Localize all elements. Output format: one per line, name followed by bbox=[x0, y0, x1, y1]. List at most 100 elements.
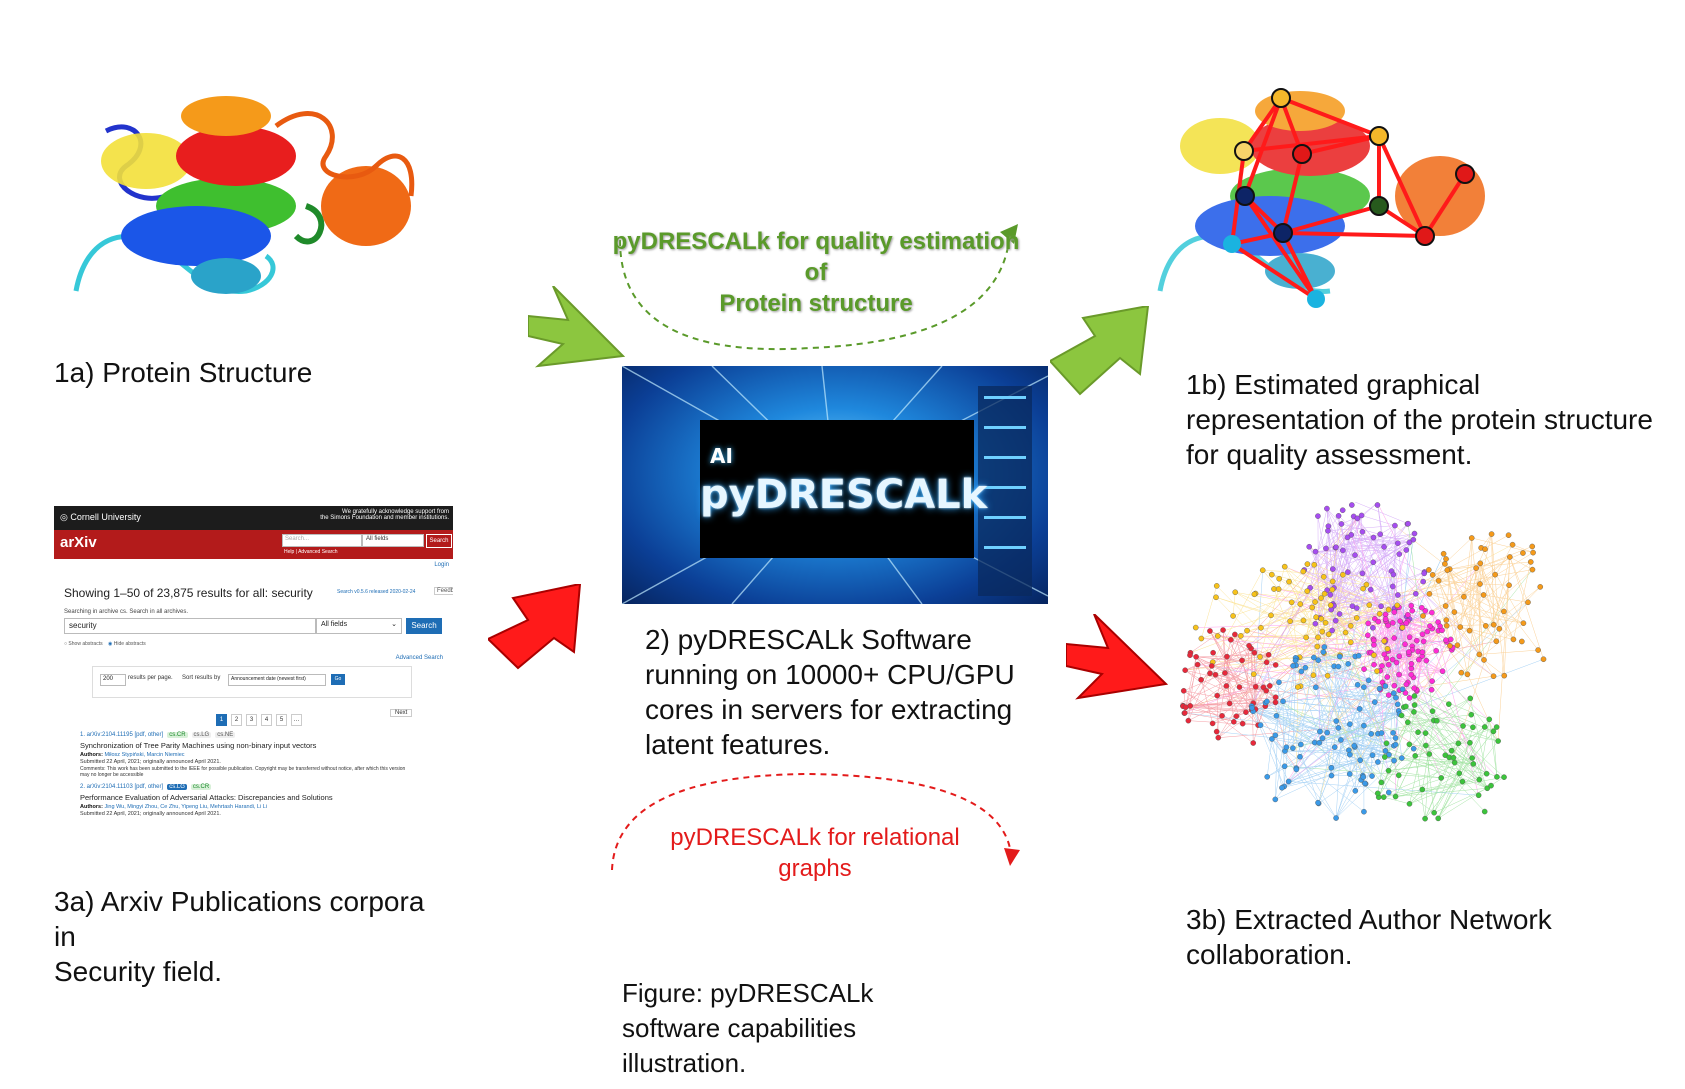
network-edge bbox=[1196, 656, 1276, 666]
result-id-link[interactable]: 1. arXiv:2104.11195 bbox=[80, 732, 133, 738]
network-edge bbox=[1253, 564, 1315, 675]
page-button[interactable]: 5 bbox=[276, 714, 287, 726]
network-edge bbox=[1257, 706, 1266, 726]
result-authors[interactable]: Jing Wu, Mingyi Zhou, Ce Zhu, Yipeng Liu… bbox=[104, 804, 267, 810]
network-node bbox=[1529, 566, 1536, 573]
network-edge bbox=[1355, 708, 1360, 791]
figure-caption: Figure: pyDRESCALk software capabilities… bbox=[622, 976, 873, 1081]
network-edge bbox=[1371, 620, 1401, 653]
network-edge bbox=[1347, 571, 1422, 608]
feedback-button[interactable]: Feedback? bbox=[434, 587, 453, 595]
network-edge bbox=[1251, 707, 1400, 715]
network-edge bbox=[1413, 711, 1473, 759]
page-button[interactable]: 3 bbox=[246, 714, 257, 726]
network-edge bbox=[1288, 581, 1325, 654]
network-edge bbox=[1320, 598, 1328, 676]
header-field-select[interactable]: All fields bbox=[362, 534, 424, 547]
network-edge bbox=[1296, 658, 1316, 688]
network-edge bbox=[1386, 610, 1426, 659]
network-node bbox=[1257, 653, 1263, 660]
network-edge bbox=[1273, 588, 1300, 658]
network-edge bbox=[1296, 658, 1369, 681]
result-id-link[interactable]: 2. arXiv:2104.11103 bbox=[80, 784, 133, 790]
result-pdf-link[interactable]: [pdf, other] bbox=[134, 732, 164, 738]
network-edge bbox=[1354, 502, 1409, 524]
network-edge bbox=[1265, 692, 1394, 703]
network-node bbox=[1273, 712, 1280, 719]
network-edge bbox=[1255, 686, 1276, 703]
page-button[interactable]: … bbox=[291, 714, 302, 726]
network-edge bbox=[1480, 563, 1514, 640]
next-page-button[interactable]: Next bbox=[390, 709, 413, 717]
network-edge bbox=[1284, 566, 1443, 631]
page-button[interactable]: 4 bbox=[261, 714, 272, 726]
page-button[interactable]: 2 bbox=[231, 714, 242, 726]
network-node bbox=[1276, 679, 1282, 686]
network-node bbox=[1295, 684, 1301, 690]
network-edge bbox=[1284, 566, 1326, 623]
header-search-input[interactable]: Search... bbox=[282, 534, 362, 547]
network-edge bbox=[1235, 592, 1304, 621]
network-edge bbox=[1275, 702, 1488, 789]
network-edge bbox=[1295, 665, 1390, 755]
graph-nodes bbox=[1223, 88, 1475, 308]
network-edge bbox=[1341, 523, 1410, 543]
caption-line: in bbox=[54, 921, 76, 952]
result-pdf-link[interactable]: [pdf, other] bbox=[134, 784, 164, 790]
cornell-label: Cornell University bbox=[70, 512, 141, 522]
advanced-search-link[interactable]: Advanced Search bbox=[395, 655, 443, 661]
protein-graph-image bbox=[1157, 88, 1485, 308]
network-edge bbox=[1407, 722, 1499, 742]
network-node bbox=[1264, 698, 1270, 705]
network-edge bbox=[1292, 622, 1326, 749]
result-authors[interactable]: Miłosz Stypiński, Marcin Niemiec bbox=[104, 752, 185, 758]
network-edge bbox=[1349, 755, 1373, 775]
network-edge bbox=[1336, 697, 1397, 722]
network-node bbox=[1198, 635, 1205, 642]
version-note: Search v0.5.6 released 2020-02-24 bbox=[337, 589, 416, 595]
protein-structure-image bbox=[73, 96, 415, 294]
network-edge bbox=[1388, 614, 1409, 652]
network-edge bbox=[1360, 725, 1365, 761]
network-node bbox=[1442, 561, 1448, 567]
login-link[interactable]: Login bbox=[434, 562, 449, 568]
sort-select[interactable]: Announcement date (newest first) bbox=[228, 674, 326, 686]
network-edge bbox=[1201, 634, 1329, 639]
network-node bbox=[1420, 613, 1426, 619]
radio-hide-abstracts[interactable]: ◉ bbox=[108, 641, 113, 647]
field-select[interactable]: All fields ⌄ bbox=[316, 618, 402, 634]
network-node bbox=[1390, 730, 1396, 736]
network-edge bbox=[1251, 526, 1329, 708]
network-node bbox=[1315, 513, 1321, 519]
header-search-button[interactable]: Search bbox=[426, 534, 452, 548]
search-button[interactable]: Search bbox=[406, 618, 442, 634]
network-edge bbox=[1469, 742, 1488, 789]
network-node bbox=[1332, 617, 1339, 624]
page-button[interactable]: 1 bbox=[216, 714, 227, 726]
network-edge bbox=[1330, 605, 1341, 656]
go-button[interactable]: Go bbox=[331, 674, 345, 685]
network-edge bbox=[1365, 693, 1394, 784]
network-edge bbox=[1313, 657, 1373, 777]
help-links[interactable]: Help | Advanced Search bbox=[284, 549, 338, 555]
network-edge bbox=[1271, 701, 1284, 740]
network-edge bbox=[1215, 597, 1301, 687]
radio-show-abstracts[interactable]: ○ bbox=[64, 641, 68, 647]
network-node bbox=[1328, 772, 1335, 779]
network-node bbox=[1501, 672, 1508, 679]
per-page-select[interactable]: 200 bbox=[100, 674, 126, 686]
network-edge bbox=[1351, 534, 1395, 611]
network-node bbox=[1469, 755, 1475, 761]
network-edge bbox=[1184, 656, 1197, 714]
query-input[interactable]: security bbox=[64, 618, 316, 634]
network-edge bbox=[1282, 666, 1339, 702]
network-node bbox=[1488, 531, 1495, 537]
network-edge bbox=[1222, 630, 1226, 674]
network-node bbox=[1520, 620, 1527, 626]
network-edge bbox=[1253, 711, 1337, 722]
network-node bbox=[1208, 663, 1215, 669]
network-node bbox=[1411, 709, 1417, 715]
arrow-red-to-network bbox=[1066, 614, 1169, 700]
network-node bbox=[1335, 513, 1342, 519]
network-edge bbox=[1459, 727, 1474, 774]
